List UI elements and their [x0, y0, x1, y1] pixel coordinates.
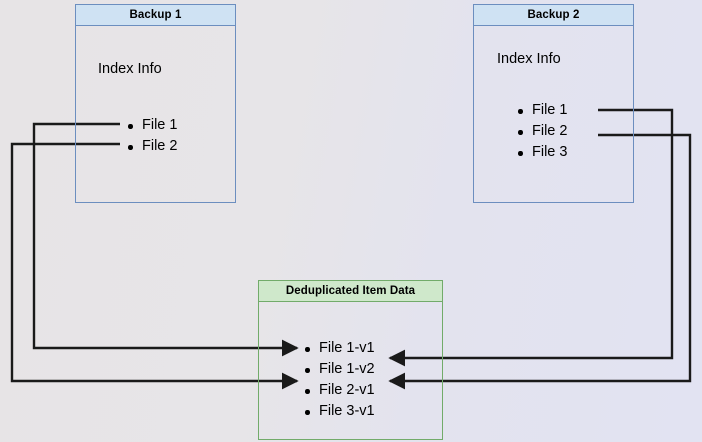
list-item: File 3-v1 — [303, 401, 375, 422]
node-backup1-index-label: Index Info — [98, 61, 162, 77]
list-item: File 1-v2 — [303, 359, 375, 380]
node-backup2-header-label: Backup 2 — [527, 9, 580, 21]
list-item: File 1 — [516, 100, 567, 121]
list-item: File 1-v1 — [303, 338, 375, 359]
list-item: File 2 — [516, 121, 567, 142]
node-backup1-file-list: File 1 File 2 — [126, 115, 177, 157]
list-item: File 2 — [126, 136, 177, 157]
node-backup2-index-label: Index Info — [497, 51, 561, 67]
node-backup1-header-label: Backup 1 — [129, 9, 182, 21]
node-backup1-body — [75, 4, 236, 203]
list-item: File 3 — [516, 142, 567, 163]
node-backup2-header: Backup 2 — [473, 4, 634, 26]
node-dedup-file-list: File 1-v1 File 1-v2 File 2-v1 File 3-v1 — [303, 338, 375, 422]
list-item: File 2-v1 — [303, 380, 375, 401]
node-dedup-header: Deduplicated Item Data — [258, 280, 443, 302]
node-backup1-header: Backup 1 — [75, 4, 236, 26]
node-backup2-file-list: File 1 File 2 File 3 — [516, 100, 567, 163]
list-item: File 1 — [126, 115, 177, 136]
node-dedup-header-label: Deduplicated Item Data — [285, 285, 416, 297]
